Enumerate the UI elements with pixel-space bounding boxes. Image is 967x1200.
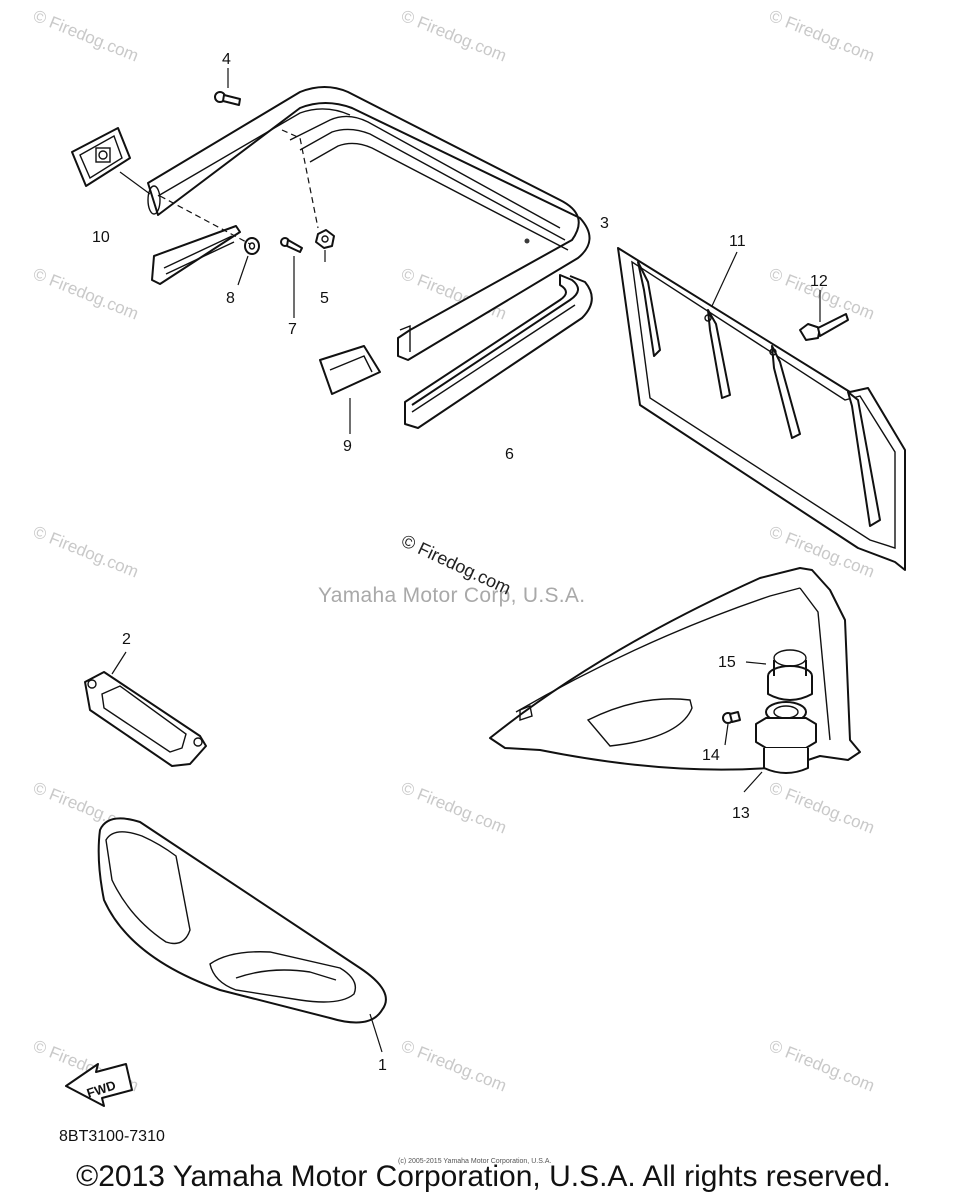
callout-2: 2 bbox=[122, 631, 131, 648]
part-3-rail bbox=[147, 86, 591, 361]
part-8-washer bbox=[237, 237, 260, 286]
callout-5: 5 bbox=[320, 290, 329, 307]
watermark: © Firedog.com bbox=[31, 264, 142, 323]
part-11-cover-panel bbox=[617, 247, 906, 571]
part-5-nut bbox=[315, 229, 335, 262]
part-14-screw bbox=[722, 711, 741, 746]
watermark: © Firedog.com bbox=[399, 1036, 510, 1095]
watermark: © Firedog.com bbox=[399, 778, 510, 837]
watermark: © Firedog.com bbox=[767, 778, 878, 837]
callout-13: 13 bbox=[732, 805, 750, 822]
callout-15: 15 bbox=[718, 654, 736, 671]
copyright-notice: ©2013 Yamaha Motor Corporation, U.S.A. A… bbox=[76, 1160, 891, 1193]
fwd-arrow: FWD bbox=[65, 1063, 133, 1107]
part-10-bracket bbox=[71, 127, 151, 195]
part-9-end-cap bbox=[319, 345, 381, 434]
assembly-line-top bbox=[281, 129, 319, 229]
callout-7: 7 bbox=[288, 321, 297, 338]
watermark: © Firedog.com bbox=[31, 522, 142, 581]
callout-3: 3 bbox=[600, 215, 609, 232]
part-4-bolt bbox=[214, 68, 241, 106]
callout-1: 1 bbox=[378, 1057, 387, 1074]
assembly-line-left bbox=[159, 195, 251, 245]
callout-8: 8 bbox=[226, 290, 235, 307]
callout-12: 12 bbox=[810, 273, 828, 290]
watermark: © Firedog.com bbox=[31, 6, 142, 65]
part-6-rail bbox=[404, 274, 593, 429]
part-2-handle bbox=[84, 651, 207, 767]
watermark: © Firedog.com bbox=[399, 6, 510, 65]
watermark: © Firedog.com bbox=[767, 1036, 878, 1095]
callout-9: 9 bbox=[343, 438, 352, 455]
watermark: © Firedog.com bbox=[767, 6, 878, 65]
diagram-code: 8BT3100-7310 bbox=[59, 1128, 165, 1145]
callout-6: 6 bbox=[505, 446, 514, 463]
part-13-fitting bbox=[743, 701, 817, 793]
callout-11: 11 bbox=[729, 233, 746, 250]
part-7-screw bbox=[280, 237, 303, 318]
part-1-large-cover bbox=[97, 817, 387, 1053]
callout-14: 14 bbox=[702, 747, 720, 764]
callout-10: 10 bbox=[92, 229, 110, 246]
center-yamaha-watermark: Yamaha Motor Corp, U.S.A. bbox=[318, 584, 585, 607]
part-12-rivet bbox=[799, 290, 849, 341]
rail-end-pad bbox=[151, 225, 241, 285]
part-15-grommet bbox=[745, 649, 813, 701]
copyright-small: (c) 2005-2015 Yamaha Motor Corporation, … bbox=[398, 1158, 552, 1165]
callout-4: 4 bbox=[222, 51, 231, 68]
